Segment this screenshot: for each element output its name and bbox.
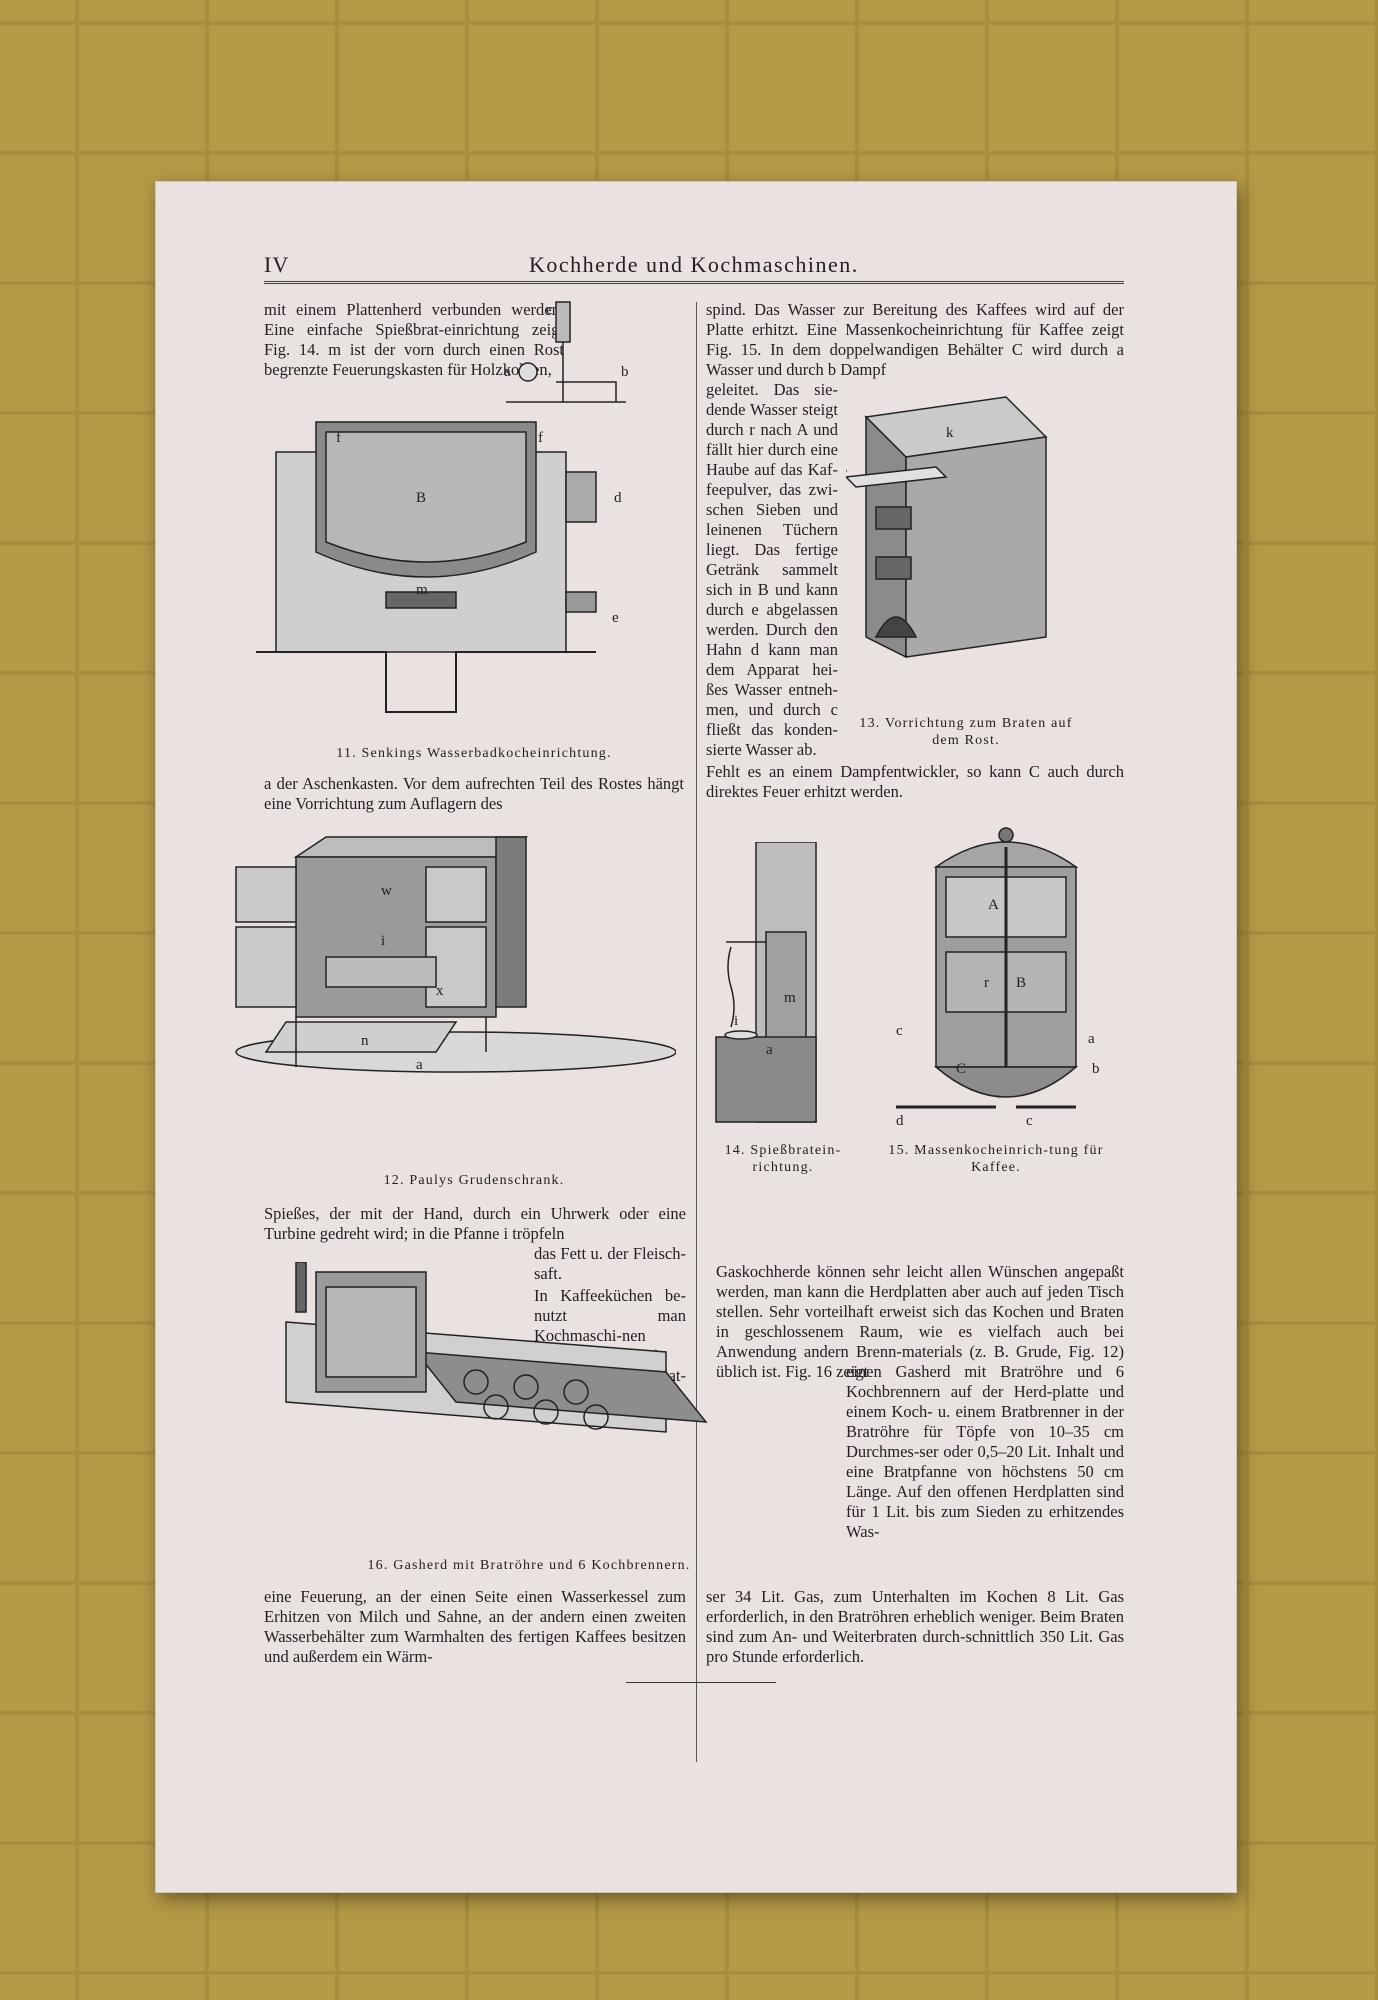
book-page: IV Kochherde und Kochmaschinen. mit eine… (156, 182, 1236, 1892)
figure-13-illustration: k r (846, 377, 1086, 677)
fig12-label-i: i (381, 933, 385, 949)
end-rule (626, 1682, 776, 1683)
left-paragraph-3b: das Fett u. der Fleisch-saft. (534, 1244, 686, 1283)
fig15-label-d: d (896, 1113, 904, 1129)
page-title: Kochherde und Kochmaschinen. (529, 252, 859, 277)
fig14-label-m: m (784, 990, 796, 1006)
fig15-label-c1: c (896, 1023, 903, 1039)
figure-14-caption: 14. Spießbratein-richtung. (724, 1143, 842, 1175)
fig11-label-b: b (621, 364, 629, 380)
fig13-label-r: r (846, 465, 847, 481)
column-divider (696, 302, 697, 1762)
figure-15-caption: 15. Massenkocheinrich-tung für Kaffee. (888, 1143, 1104, 1175)
fig11-label-e: e (612, 610, 619, 626)
figure-11-caption: 11. Senkings Wasserbadkocheinrichtung. (336, 746, 612, 761)
right-paragraph-2b: einen Gasherd mit Bratröhre und 6 Kochbr… (846, 1362, 1124, 1541)
fig12-label-n: n (361, 1033, 369, 1049)
left-paragraph-4: eine Feuerung, an der einen Seite einen … (264, 1587, 686, 1666)
fig15-label-B: B (1016, 975, 1026, 991)
fig12-label-w: w (381, 883, 392, 899)
fig15-label-c2: c (1026, 1113, 1033, 1129)
fig15-label-a: a (1088, 1031, 1095, 1047)
fig12-label-a: a (416, 1057, 423, 1073)
fig13-label-k: k (946, 425, 954, 441)
figure-12-illustration: w i x n a (226, 827, 676, 1082)
right-paragraph-2c: ser 34 Lit. Gas, zum Unterhalten im Koch… (706, 1587, 1124, 1666)
figure-12-caption: 12. Paulys Grudenschrank. (383, 1173, 565, 1188)
fig15-label-b: b (1092, 1061, 1100, 1077)
fig11-label-f1: f (336, 430, 341, 446)
fig14-label-i: i (734, 1013, 738, 1029)
right-paragraph-1a: spind. Das Wasser zur Bereitung des Kaff… (706, 300, 1124, 379)
left-paragraph-3a: Spießes, der mit der Hand, durch ein Uhr… (264, 1204, 686, 1243)
fig15-label-A: A (988, 897, 999, 913)
right-paragraph-1b: geleitet. Das sie-dende Wasser steigt du… (706, 380, 838, 759)
fig11-label-d: d (614, 490, 622, 506)
fig15-label-r: r (984, 975, 989, 991)
header-rule (264, 281, 1124, 287)
fig14-label-a: a (766, 1042, 773, 1058)
fig12-label-x: x (436, 983, 444, 999)
figure-11-illustration: c a b f f B d e m (256, 292, 686, 732)
fig11-label-c: c (546, 302, 553, 318)
left-paragraph-2: a der Aschenkasten. Vor dem aufrechten T… (264, 774, 684, 813)
figure-16-caption: 16. Gasherd mit Bratröhre und 6 Kochbren… (367, 1558, 691, 1573)
fig11-label-f2: f (538, 430, 543, 446)
figure-14-illustration: m i a (706, 842, 856, 1132)
figure-16-illustration (276, 1262, 726, 1452)
right-paragraph-2a: Gaskochherde können sehr leicht allen Wü… (716, 1262, 1124, 1381)
fig11-label-B: B (416, 490, 426, 506)
right-paragraph-1c: Fehlt es an einem Dampfentwickler, so ka… (706, 762, 1124, 801)
figure-15-illustration: A r B c a C b d c (896, 807, 1126, 1137)
fig11-label-a: a (504, 364, 511, 380)
running-header: IV Kochherde und Kochmaschinen. (264, 252, 1124, 282)
left-paragraph-1: mit einem Plattenherd verbunden werden. … (264, 300, 564, 379)
page-number: IV (264, 252, 290, 277)
figure-13-caption: 13. Vorrichtung zum Braten auf dem Rost. (859, 716, 1073, 748)
fig11-label-m: m (416, 582, 428, 598)
fig15-label-C: C (956, 1061, 966, 1077)
